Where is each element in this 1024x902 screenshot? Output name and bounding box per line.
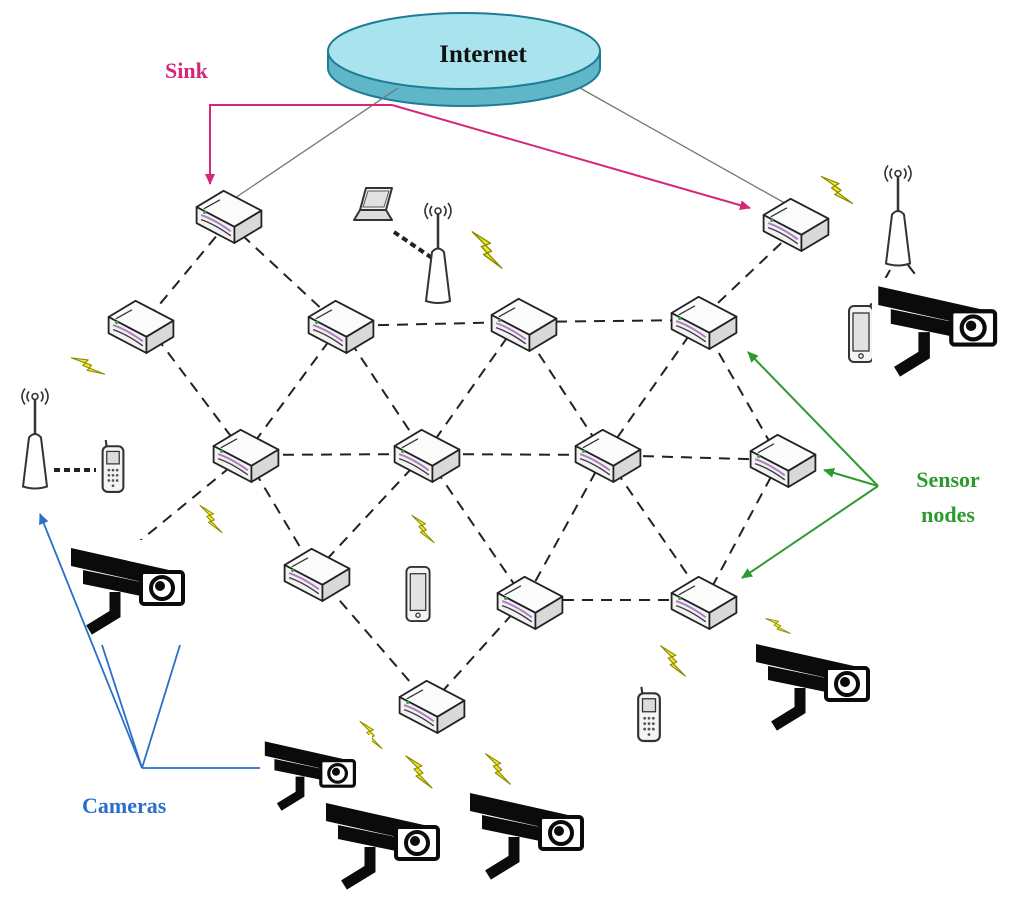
sink-label: Sink xyxy=(165,58,209,83)
sensor-node-icon xyxy=(670,295,738,351)
sensor-label-line2: nodes xyxy=(921,502,975,527)
antenna-tower-icon xyxy=(883,164,913,267)
mobile-phone-icon xyxy=(637,685,661,743)
cameras-label: Cameras xyxy=(82,793,167,818)
internet-links xyxy=(231,87,791,207)
sensor-node-icon xyxy=(398,679,466,735)
internet-label: Internet xyxy=(439,41,527,68)
device-links xyxy=(54,230,434,472)
wireless-links xyxy=(70,171,854,789)
smartphone-icon xyxy=(848,305,874,363)
camera-icon xyxy=(65,540,205,640)
sensor-node-icon xyxy=(496,575,564,631)
sensor-node-icon xyxy=(212,428,280,484)
sensor-node-icon xyxy=(749,433,817,489)
sensor-node-icon xyxy=(670,575,738,631)
camera-icon xyxy=(320,795,460,895)
sensor-node-icon xyxy=(574,428,642,484)
sensor-node-icon xyxy=(195,189,263,245)
antenna-tower-icon xyxy=(20,387,50,490)
sink-annotation: Sink xyxy=(165,58,751,211)
sensor-nodes xyxy=(107,189,830,735)
sensor-node-icon xyxy=(393,428,461,484)
sensor-label-line1: Sensor xyxy=(916,467,980,492)
laptop-icon xyxy=(353,187,393,221)
internet-cloud: Internet xyxy=(327,12,601,107)
sensor-node-icon xyxy=(762,197,830,253)
sensor-node-icon xyxy=(107,299,175,355)
smartphone-icon xyxy=(405,565,431,623)
sensor-nodes-annotation: Sensor nodes xyxy=(741,351,980,579)
camera-icon xyxy=(872,278,1018,382)
mobile-phone-icon xyxy=(101,438,125,494)
sensor-node-icon xyxy=(283,547,351,603)
sensor-node-icon xyxy=(307,299,375,355)
camera-icon xyxy=(464,785,604,885)
sensor-node-icon xyxy=(490,297,558,353)
antenna-tower-icon xyxy=(423,201,453,305)
camera-icon xyxy=(750,636,890,736)
cameras-annotation: Cameras xyxy=(39,513,260,818)
